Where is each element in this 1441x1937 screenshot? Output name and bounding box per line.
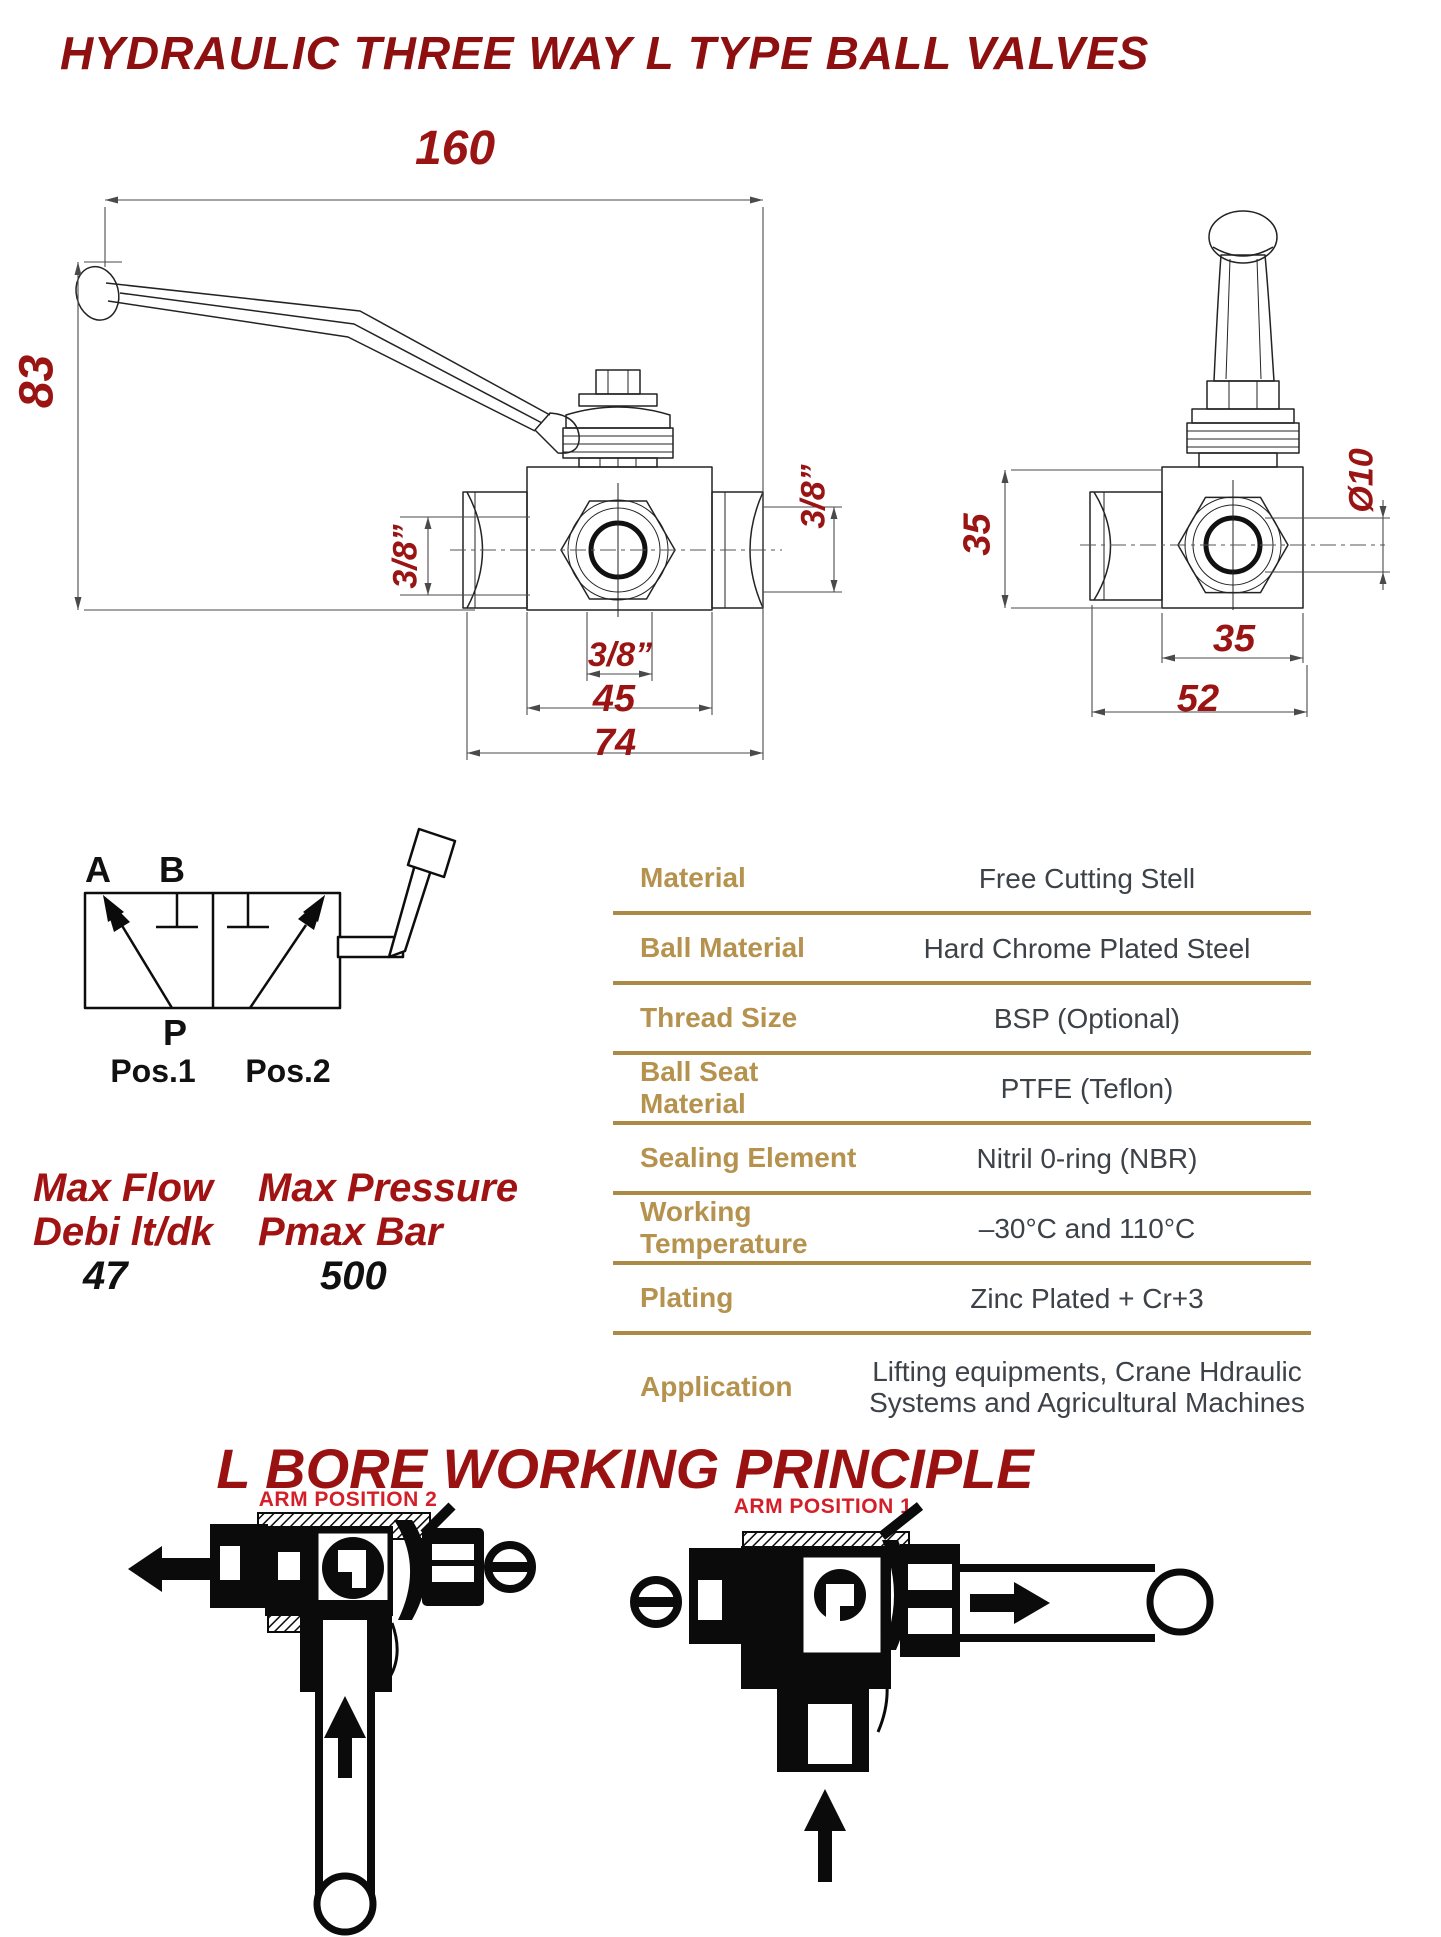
dim-port-right: 3/8”: [794, 464, 833, 529]
arm-position-1-diagram: [630, 1502, 1214, 1882]
table-row: Plating Zinc Plated + Cr+3: [613, 1265, 1311, 1335]
dim-160: 160: [414, 122, 496, 175]
max-pressure-value: 500: [320, 1254, 387, 1298]
max-pressure-title: Max Pressure: [258, 1166, 519, 1210]
outlet-pipe-wall-top: [959, 1564, 1155, 1572]
dim-74: 74: [593, 722, 637, 764]
spec-label: Sealing Element: [640, 1142, 857, 1173]
valve-stem: [562, 369, 674, 468]
spec-label: Material: [640, 862, 746, 893]
spec-label: Thread Size: [640, 1002, 798, 1033]
arm-position-1-label: ARM POSITION 1: [733, 1495, 913, 1518]
dim-port-front: 3/8”: [587, 636, 653, 674]
spec-label: Plating: [640, 1282, 734, 1313]
table-row: Ball Material Hard Chrome Plated Steel: [613, 915, 1311, 985]
dim-83-lines: [74, 261, 475, 611]
spec-value: Free Cutting Stell: [978, 862, 1196, 894]
spec-table: Material Free Cutting Stell Ball Materia…: [613, 845, 1311, 1439]
schematic-pos1: Pos.1: [110, 1053, 196, 1089]
table-row: Sealing Element Nitril 0-ring (NBR): [613, 1125, 1311, 1195]
max-pressure-subtitle: Pmax Bar: [258, 1210, 443, 1254]
dim-bore: Ø10: [1342, 448, 1381, 513]
valve-cutaway-pos1: [630, 1502, 1214, 1882]
spec-value: PTFE (Teflon): [1000, 1072, 1174, 1104]
schematic-arrow-pos1: [103, 895, 174, 1009]
flow-in-up-arrow: [324, 1696, 366, 1738]
spec-value: Zinc Plated + Cr+3: [970, 1282, 1204, 1314]
dim-35-bottom-lines: [1161, 613, 1304, 663]
dim-52: 52: [1176, 678, 1220, 720]
outlet-pipe-wall-bottom: [959, 1634, 1155, 1642]
spec-value: Lifting equipments, Crane Hdraulic Syste…: [869, 1356, 1305, 1418]
max-flow-block: Max Flow Debi lt/dk 47: [33, 1166, 213, 1298]
table-row: Ball Seat Material PTFE (Teflon): [613, 1055, 1311, 1125]
max-pressure-block: Max Pressure Pmax Bar 500: [258, 1166, 518, 1298]
schematic-port-p: P: [162, 1012, 187, 1053]
handle-lever: [105, 282, 580, 454]
schematic-blocked-b1: [156, 893, 198, 929]
spec-label: Ball Seat Material: [640, 1056, 759, 1119]
schematic-port-a: A: [85, 849, 111, 890]
flow-out-right-arrow: [1014, 1582, 1050, 1624]
valve-cutaway-pos2: [128, 1502, 536, 1936]
dim-52-lines: [1091, 605, 1308, 717]
spec-label: Working Temperature: [640, 1196, 808, 1259]
spec-value: Hard Chrome Plated Steel: [923, 932, 1251, 964]
arm-position-2-diagram: [128, 1502, 536, 1936]
max-flow-title: Max Flow: [33, 1166, 214, 1210]
schematic-blocked-b2: [227, 893, 269, 929]
dim-port-right-lines: [763, 506, 842, 593]
schematic-port-b: B: [159, 849, 185, 890]
dim-bore-lines: [1265, 500, 1390, 590]
table-row: Thread Size BSP (Optional): [613, 985, 1311, 1055]
dim-35-left-lines: [1001, 469, 1162, 609]
table-row: Working Temperature –30°C and 110°C: [613, 1195, 1311, 1265]
schematic-arrow-pos2: [248, 895, 325, 1009]
schematic-handle: [336, 827, 457, 959]
table-row: Material Free Cutting Stell: [613, 845, 1311, 915]
dim-35-left: 35: [956, 513, 999, 556]
dim-port-left-lines: [400, 516, 530, 596]
page-title: HYDRAULIC THREE WAY L TYPE BALL VALVES: [60, 27, 1150, 79]
side-handle: [1208, 210, 1278, 382]
dim-160-lines: [104, 196, 764, 760]
flow-out-left-arrow: [128, 1546, 210, 1592]
outlet-pipe-end: [1146, 1568, 1214, 1636]
dim-port-left: 3/8”: [386, 524, 425, 589]
dim-bottom-lines: [466, 612, 763, 760]
max-flow-value: 47: [83, 1254, 128, 1298]
front-view-drawing: [74, 196, 842, 760]
schematic-pos2: Pos.2: [245, 1053, 331, 1089]
table-row: Application Lifting equipments, Crane Hd…: [613, 1335, 1311, 1439]
spec-value: Nitril 0-ring (NBR): [976, 1142, 1198, 1174]
spec-value: –30°C and 110°C: [978, 1212, 1196, 1244]
dim-83: 83: [10, 354, 64, 409]
spec-label: Ball Material: [640, 932, 805, 963]
arm-position-2-label: ARM POSITION 2: [258, 1488, 438, 1511]
spec-label: Application: [640, 1371, 793, 1402]
dim-35-bottom: 35: [1212, 618, 1256, 660]
max-flow-subtitle: Debi lt/dk: [33, 1210, 214, 1254]
handle-ball: [75, 265, 120, 321]
schematic-drawing: [83, 827, 457, 1010]
side-left-port: [1089, 491, 1163, 601]
dim-45: 45: [592, 678, 636, 720]
side-stem: [1186, 380, 1300, 468]
side-view-drawing: [1001, 210, 1390, 717]
inlet-pipe-end: [313, 1872, 377, 1936]
flow-in-up-arrow: [804, 1789, 846, 1831]
spec-value: BSP (Optional): [993, 1002, 1181, 1034]
valve-body: [526, 466, 713, 611]
working-principle-heading: L BORE WORKING PRINCIPLE: [216, 1437, 1034, 1500]
